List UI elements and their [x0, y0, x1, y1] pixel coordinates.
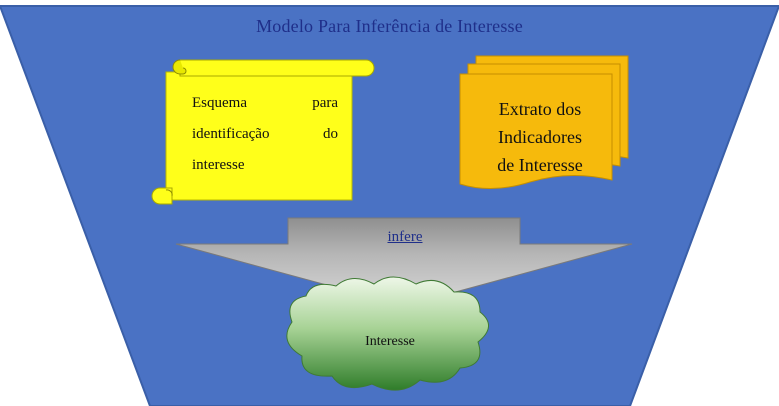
scroll-line3: interesse [192, 157, 245, 173]
cloud-shape [286, 276, 489, 391]
documents-text: Extrato dos Indicadores de Interesse [470, 95, 610, 179]
diagram-title: Modelo Para Inferência de Interesse [256, 16, 523, 36]
scroll-line2-word2: do [323, 126, 338, 142]
scroll-line1-word2: para [312, 95, 338, 111]
interesse-label: Interesse [365, 334, 415, 349]
scroll-shape [151, 59, 375, 205]
scroll-line1-word1: Esquema [192, 95, 247, 111]
documents-line1: Extrato dos [498, 99, 582, 119]
infere-arrow-shape [175, 217, 633, 307]
infere-label: infere [387, 229, 423, 245]
scroll-text: Esquema para identificação do interesse [192, 88, 338, 181]
documents-line3: de Interesse [497, 155, 583, 175]
documents-shape [459, 55, 629, 190]
scroll-line2-word1: identificação [192, 126, 270, 142]
documents-line2: Indicadores [498, 127, 582, 147]
